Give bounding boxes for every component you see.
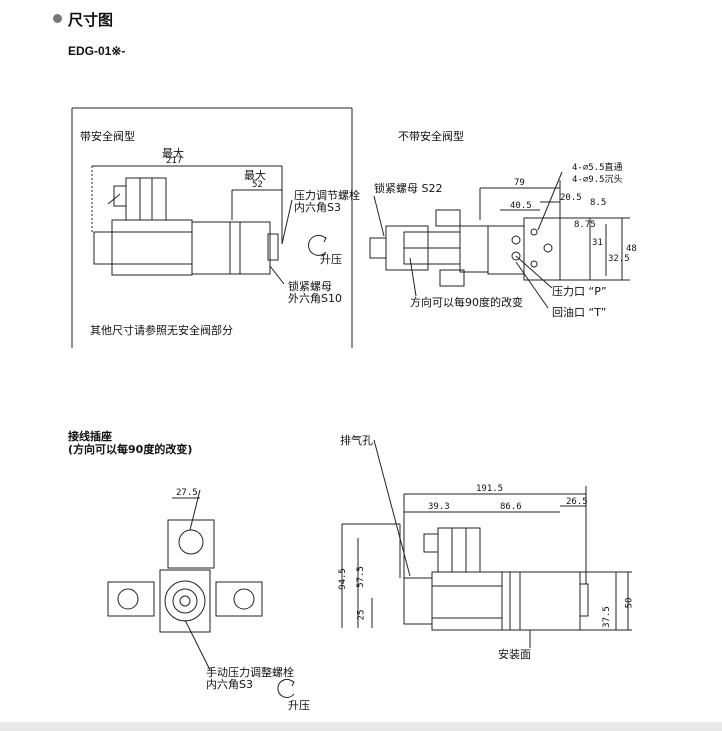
port-t-label: 回油口 “T” [552,306,607,319]
dim-86-6: 86.6 [500,502,522,512]
section-bullet-icon [53,14,62,23]
dim-191-5: 191.5 [476,484,504,494]
without-relief-title: 不带安全阀型 [398,130,464,143]
dim-27-5: 27.5 [176,488,198,498]
vent-hole-label: 排气孔 [340,434,373,447]
hole-spec-through: 4-⌀5.5直通 [572,163,623,173]
callout-locknut-2: 外六角S10 [288,292,342,305]
dim-57-5: 57.5 [355,566,366,588]
dim-94-5: 94.5 [337,568,348,590]
section-title: 尺寸图 [68,11,114,29]
with-relief-title: 带安全阀型 [80,130,135,143]
dim-48: 48 [626,244,637,254]
callout-adjust-bolt: 压力调节螺栓 [294,189,360,202]
valve-with-relief-side-view [91,165,293,285]
valve-side-view-bottom [341,439,632,648]
dim-40-5: 40.5 [510,201,532,211]
rotate-arrow-icon-top [308,234,327,256]
callout-adjust-bolt-2: 内六角S3 [294,201,341,214]
dim-217: 217 [166,156,183,166]
frame-with-relief-valve [71,107,353,348]
dim-79: 79 [514,178,525,188]
dim-50: 50 [624,597,635,609]
connector-subtitle: (方向可以每90度的改变) [68,443,193,456]
port-p-label: 压力口 “P” [552,285,607,298]
note-other-dims: 其他尺寸请参照无安全阀部分 [90,324,233,337]
dim-26-5: 26.5 [566,497,588,507]
dim-37-5: 37.5 [601,606,612,628]
dim-31: 31 [592,238,603,248]
max-label: 最大 [162,147,184,160]
rotate-label-bottom: 升压 [288,699,310,712]
dim-8-75: 8.75 [574,220,596,230]
mounting-face-label: 安装面 [498,648,531,661]
dim-20-5: 20.5 [560,193,582,203]
callout-manual-bolt: 手动压力调整螺栓 [206,666,294,679]
rotate-arrow-icon-bottom [277,678,295,698]
page-footer-bar [0,722,722,731]
model-number: EDG-01※- [68,44,126,58]
callout-locknut-s22: 锁紧螺母 S22 [374,182,443,195]
connector-title: 接线插座 [68,430,112,443]
valve-without-relief-side-view [369,171,630,309]
dim-52: 52 [252,180,263,190]
hole-spec-counterbore: 4-⌀9.5沉头 [572,175,623,185]
max-label-2: 最大 [244,169,266,182]
rotate-note: 方向可以每90度的改变 [410,296,523,309]
dim-39-3: 39.3 [428,502,450,512]
connector-top-view [107,489,263,671]
callout-locknut: 锁紧螺母 [288,280,332,293]
dim-32-5: 32.5 [608,254,630,264]
rotate-label-top: 升压 [320,253,342,266]
dim-8-5: 8.5 [590,198,607,208]
dim-25: 25 [356,609,367,621]
callout-manual-bolt-2: 内六角S3 [206,678,253,691]
